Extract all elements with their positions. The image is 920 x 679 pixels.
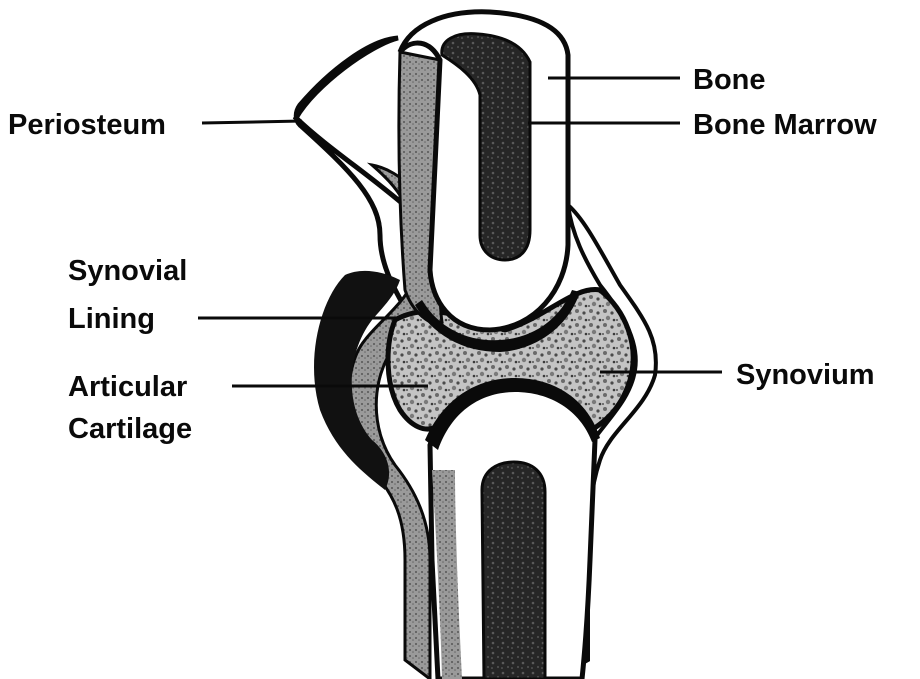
label-articular-cartilage-line1: Articular xyxy=(68,371,187,403)
upper-bone xyxy=(399,12,580,352)
lower-bone xyxy=(425,378,600,679)
label-synovial-lining-line2: Lining xyxy=(68,303,155,335)
periosteum-leader xyxy=(202,121,302,123)
label-articular-cartilage-line2: Cartilage xyxy=(68,413,192,445)
label-synovial-lining-line1: Synovial xyxy=(68,255,187,287)
lower-bone-marrow xyxy=(482,462,545,679)
label-periosteum: Periosteum xyxy=(8,109,166,141)
label-bone-marrow: Bone Marrow xyxy=(693,109,877,141)
label-bone: Bone xyxy=(693,64,766,96)
label-synovium: Synovium xyxy=(736,359,875,391)
